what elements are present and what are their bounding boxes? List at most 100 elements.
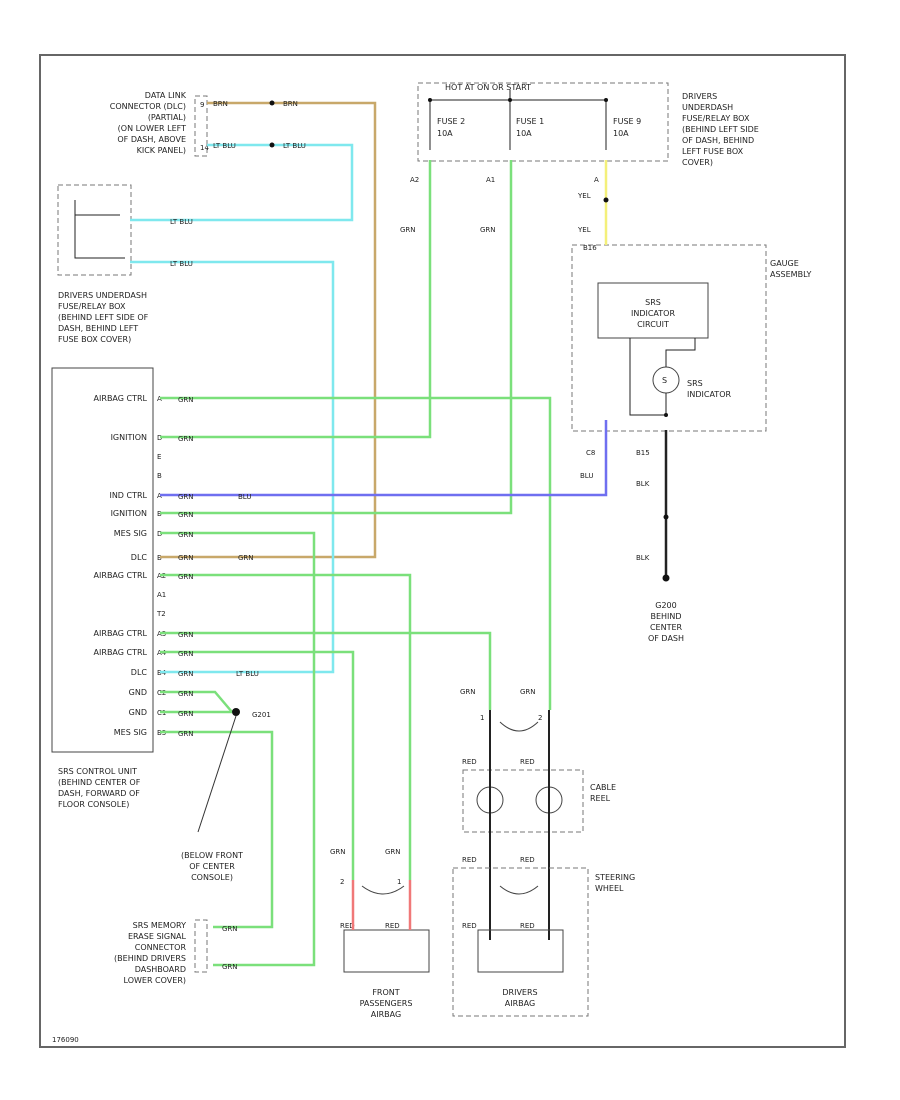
srs-pin-label: AIRBAG CTRL: [94, 394, 148, 403]
dlc-connector: DATA LINK CONNECTOR (DLC) (PARTIAL) (ON …: [110, 91, 209, 157]
svg-text:CONSOLE): CONSOLE): [191, 873, 233, 882]
svg-text:GRN: GRN: [178, 435, 194, 443]
gauge-assembly: GAUGE ASSEMBLY SRS INDICATOR CIRCUIT S S…: [571, 244, 811, 432]
svg-text:14: 14: [200, 144, 209, 152]
svg-text:BLU: BLU: [580, 472, 593, 480]
diagram-id: 176090: [52, 1036, 79, 1044]
svg-text:FUSE 2: FUSE 2: [437, 117, 465, 126]
svg-text:OF DASH, ABOVE: OF DASH, ABOVE: [117, 135, 186, 144]
svg-text:GRN: GRN: [520, 688, 536, 696]
svg-text:FUSE/RELAY BOX: FUSE/RELAY BOX: [58, 302, 126, 311]
dlc-junction-box: [57, 184, 132, 276]
ground-label: G200 BEHIND CENTER OF DASH: [648, 601, 684, 643]
below-console-label: (BELOW FRONT OF CENTER CONSOLE): [181, 715, 243, 882]
srs-pin-number: A: [157, 395, 162, 403]
wire-grn-ignition: [160, 160, 432, 439]
drivers-airbag: [477, 929, 564, 973]
srs-pin-number: E: [157, 453, 161, 461]
svg-text:10A: 10A: [613, 129, 629, 138]
svg-text:GRN: GRN: [178, 554, 194, 562]
svg-text:HOT AT ON OR START: HOT AT ON OR START: [445, 83, 531, 92]
svg-text:WHEEL: WHEEL: [595, 884, 624, 893]
svg-text:RED: RED: [520, 856, 535, 864]
svg-text:GRN: GRN: [178, 573, 194, 581]
svg-text:GRN: GRN: [178, 670, 194, 678]
srs-pin-label: AIRBAG CTRL: [94, 571, 148, 580]
memory-erase-connector: SRS MEMORY ERASE SIGNAL CONNECTOR (BEHIN…: [114, 919, 208, 985]
svg-text:GRN: GRN: [178, 531, 194, 539]
svg-text:PASSENGERS: PASSENGERS: [360, 999, 413, 1008]
svg-text:RED: RED: [462, 856, 477, 864]
wire-grn-ignition-2: [160, 160, 513, 515]
svg-text:LT BLU: LT BLU: [213, 142, 236, 150]
srs-pin-label: MES SIG: [114, 728, 147, 737]
svg-text:LEFT FUSE BOX: LEFT FUSE BOX: [682, 147, 744, 156]
wire-color-labels: BRN BRN LT BLU LT BLU LT BLU LT BLU GRN …: [170, 100, 650, 971]
svg-text:A: A: [594, 176, 599, 184]
svg-text:G200: G200: [655, 601, 676, 610]
svg-text:OF DASH: OF DASH: [648, 634, 684, 643]
svg-text:A1: A1: [486, 176, 495, 184]
svg-text:GRN: GRN: [178, 690, 194, 698]
svg-text:(BEHIND CENTER OF: (BEHIND CENTER OF: [58, 778, 141, 787]
svg-text:CABLE: CABLE: [590, 783, 616, 792]
srs-pin-label: IGNITION: [111, 509, 147, 518]
svg-text:ASSEMBLY: ASSEMBLY: [770, 270, 811, 279]
svg-text:9: 9: [200, 101, 204, 109]
svg-text:(PARTIAL): (PARTIAL): [148, 113, 186, 122]
svg-text:DASH, FORWARD OF: DASH, FORWARD OF: [58, 789, 140, 798]
ground-point: [232, 708, 240, 716]
svg-text:STEERING: STEERING: [595, 873, 635, 882]
svg-text:ERASE SIGNAL: ERASE SIGNAL: [128, 932, 187, 941]
srs-pin-number: B: [157, 472, 162, 480]
svg-text:RED: RED: [385, 922, 400, 930]
srs-pin-label: DLC: [131, 668, 148, 677]
svg-text:BEHIND: BEHIND: [650, 612, 681, 621]
fuse-box: HOT AT ON OR START FUSE 2 10A FUSE 1 10A…: [417, 82, 669, 162]
svg-text:GRN: GRN: [385, 848, 401, 856]
svg-text:RED: RED: [520, 922, 535, 930]
svg-text:DASHBOARD: DASHBOARD: [135, 965, 186, 974]
svg-text:2: 2: [538, 714, 542, 722]
svg-text:OF DASH, BEHIND: OF DASH, BEHIND: [682, 136, 754, 145]
svg-text:(BEHIND LEFT SIDE OF: (BEHIND LEFT SIDE OF: [58, 313, 149, 322]
srs-unit-label: SRS CONTROL UNIT (BEHIND CENTER OF DASH,…: [58, 767, 141, 809]
srs-pin-number: D: [157, 530, 162, 538]
srs-pin-number: A: [157, 492, 162, 500]
wire-grn-airbag4: [160, 650, 355, 880]
svg-text:SRS MEMORY: SRS MEMORY: [133, 921, 186, 930]
wire-grn-gnd-a: [160, 690, 233, 713]
passenger-airbag: FRONT PASSENGERS AIRBAG: [343, 880, 430, 1019]
svg-text:FUSE 9: FUSE 9: [613, 117, 641, 126]
svg-text:LT BLU: LT BLU: [283, 142, 306, 150]
svg-text:KICK PANEL): KICK PANEL): [137, 146, 186, 155]
svg-text:A2: A2: [410, 176, 419, 184]
steering-wheel: STEERING WHEEL DRIVERS AIRBAG: [452, 867, 635, 1017]
wire-grn-mes: [160, 531, 316, 967]
svg-text:GRN: GRN: [178, 396, 194, 404]
svg-text:FLOOR CONSOLE): FLOOR CONSOLE): [58, 800, 129, 809]
wire-ltblu-b: [130, 260, 335, 674]
srs-pin-label: GND: [129, 688, 147, 697]
wire-grn-airbag3: [160, 631, 492, 710]
svg-text:UNDERDASH: UNDERDASH: [682, 103, 733, 112]
fuse-box-right-label: DRIVERS UNDERDASH FUSE/RELAY BOX (BEHIND…: [682, 92, 759, 167]
svg-text:DRIVERS: DRIVERS: [682, 92, 717, 101]
svg-text:BLK: BLK: [636, 480, 650, 488]
svg-text:GRN: GRN: [222, 925, 238, 933]
svg-text:YEL: YEL: [577, 226, 591, 234]
svg-text:REEL: REEL: [590, 794, 611, 803]
svg-text:LT BLU: LT BLU: [170, 218, 193, 226]
svg-text:LT BLU: LT BLU: [236, 670, 259, 678]
srs-pin-label: GND: [129, 708, 147, 717]
svg-text:GRN: GRN: [222, 963, 238, 971]
srs-pin-number: D: [157, 434, 162, 442]
svg-text:BLK: BLK: [636, 554, 650, 562]
svg-text:FUSE BOX COVER): FUSE BOX COVER): [58, 335, 131, 344]
svg-text:COVER): COVER): [682, 158, 713, 167]
svg-text:S: S: [662, 376, 667, 385]
svg-text:GRN: GRN: [178, 511, 194, 519]
svg-text:10A: 10A: [516, 129, 532, 138]
